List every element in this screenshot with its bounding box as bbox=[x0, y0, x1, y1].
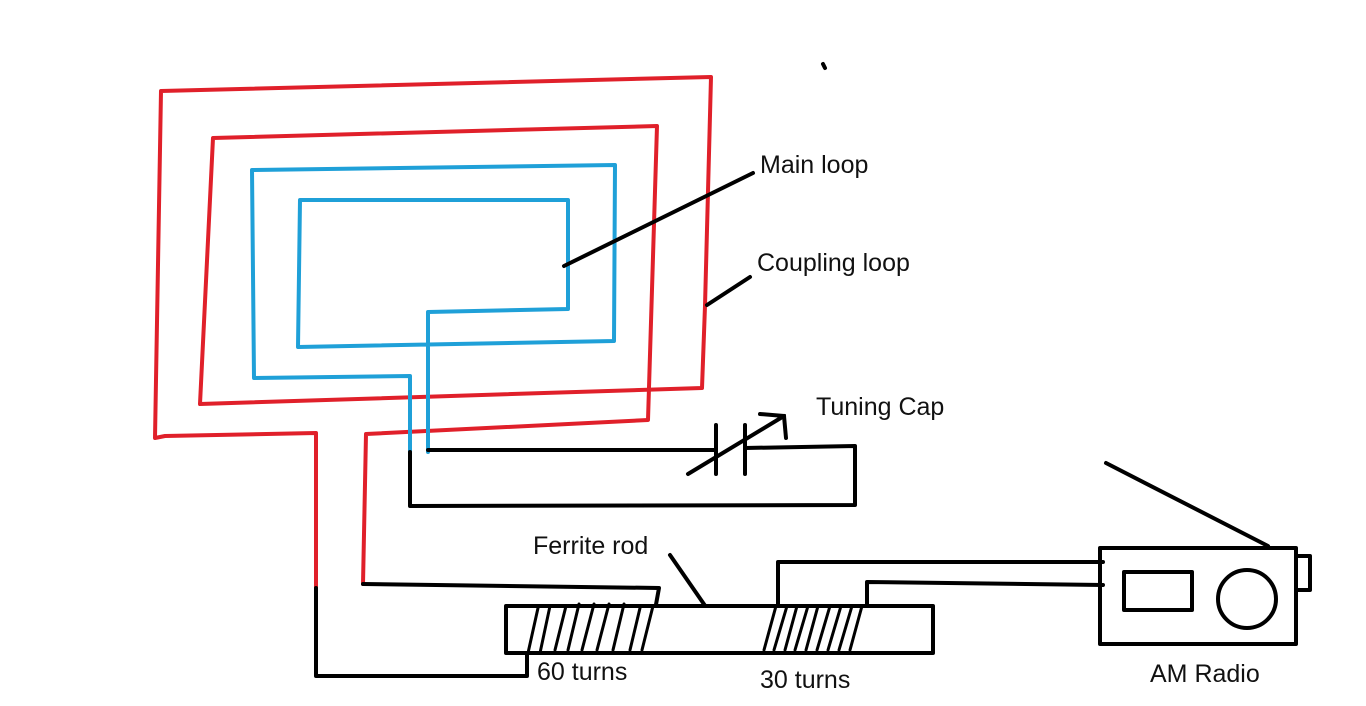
coupling-loop-outer-turn bbox=[153, 75, 713, 590]
radio-wire-lower bbox=[865, 580, 1105, 612]
radio-antenna bbox=[1104, 461, 1270, 548]
radio-body bbox=[1098, 546, 1298, 646]
coupling-loop-inner-turn bbox=[198, 124, 707, 586]
radio-knob bbox=[1294, 554, 1312, 592]
capacitor-tuning-arrow bbox=[686, 414, 786, 476]
leader-main-loop bbox=[562, 171, 755, 268]
tuning-circuit-wire bbox=[408, 444, 857, 508]
main-loop-turns bbox=[250, 163, 617, 454]
coupling-wire-to-60-turns-top bbox=[361, 582, 661, 612]
radio-wire-upper bbox=[776, 560, 1105, 607]
radio-icon bbox=[1098, 461, 1312, 646]
turns-60-label: 60 turns bbox=[537, 658, 628, 686]
winding-60-turns bbox=[526, 602, 655, 655]
capacitor-arrowhead bbox=[758, 412, 788, 440]
variable-capacitor-icon bbox=[686, 412, 788, 476]
tuning-cap-label: Tuning Cap bbox=[816, 393, 945, 421]
coupling-loop-label: Coupling loop bbox=[757, 249, 910, 277]
winding-30-turns bbox=[762, 604, 864, 652]
leader-coupling-loop bbox=[705, 275, 752, 307]
turns-30-label: 30 turns bbox=[760, 666, 851, 694]
ferrite-rod-label: Ferrite rod bbox=[533, 532, 649, 560]
wiring bbox=[314, 62, 1105, 678]
am-radio-label: AM Radio bbox=[1150, 660, 1260, 688]
main-loop-label: Main loop bbox=[760, 151, 869, 179]
coupling-wire-to-60-turns bbox=[314, 586, 529, 678]
radio-display bbox=[1122, 570, 1194, 612]
coupling-loop bbox=[153, 75, 713, 590]
mark-dot bbox=[821, 62, 827, 70]
main-loop bbox=[250, 163, 617, 454]
radio-speaker bbox=[1216, 568, 1278, 630]
